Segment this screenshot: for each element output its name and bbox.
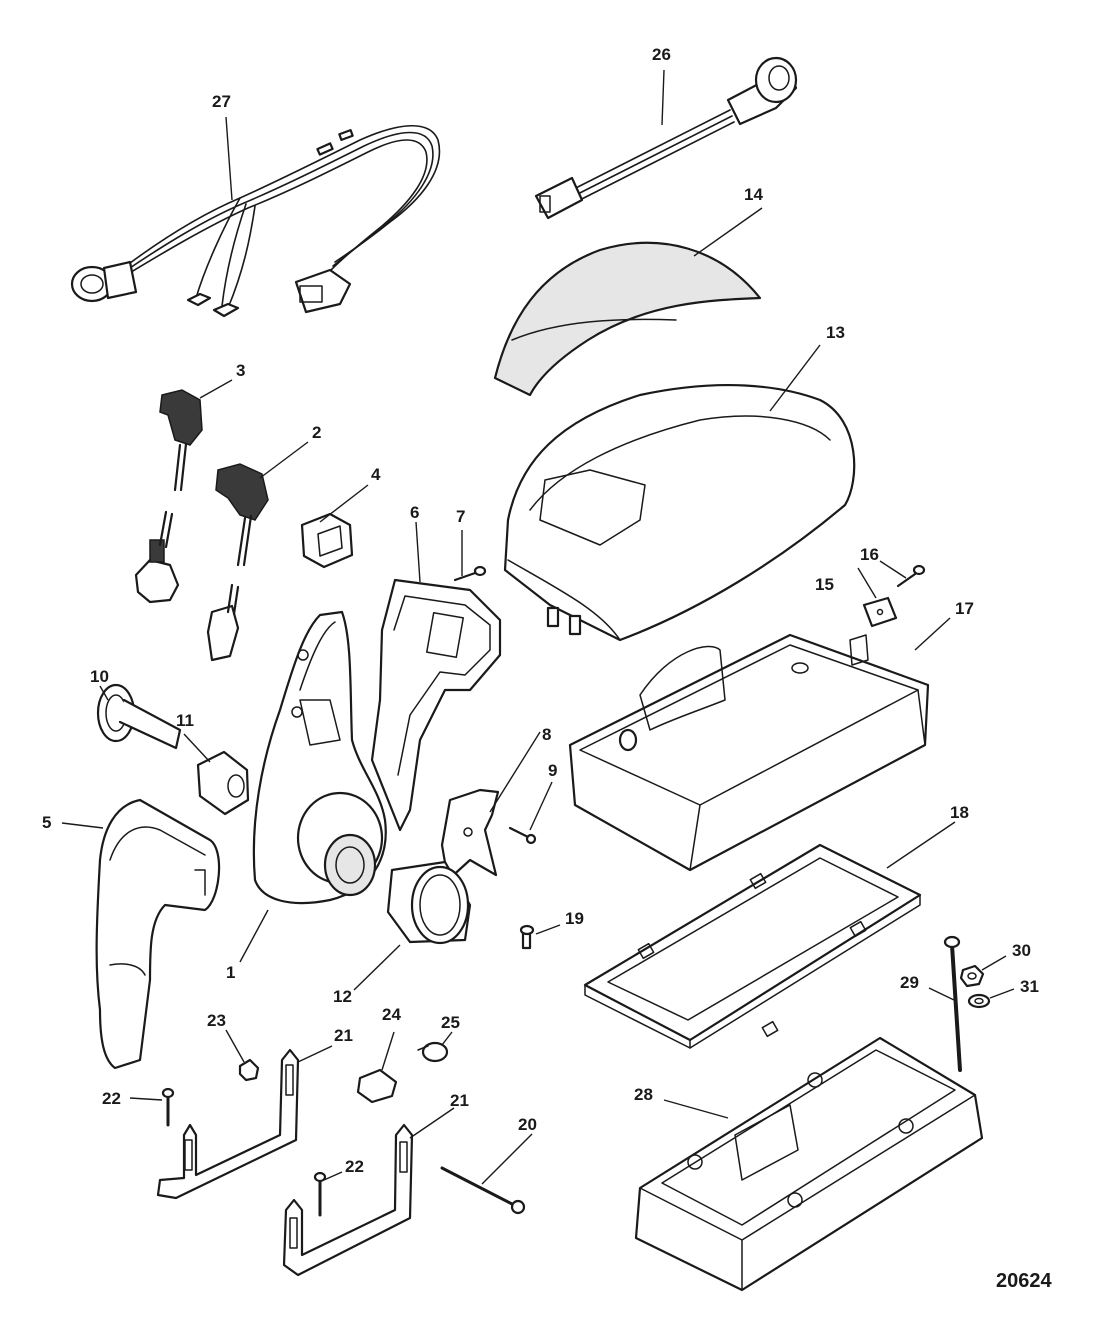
callout-18: 18 [950, 803, 969, 822]
callout-10: 10 [90, 667, 109, 686]
part-28-mounting-base [634, 1036, 984, 1292]
part-25-clamp [417, 1041, 449, 1063]
part-17-base-housing [568, 633, 930, 872]
callout-25: 25 [441, 1013, 460, 1032]
part-16-screw [896, 564, 926, 588]
harness-block-connector [294, 268, 352, 314]
callout-1: 1 [226, 963, 235, 982]
callout-7: 7 [456, 507, 465, 526]
callout-5: 5 [42, 813, 51, 832]
callout-16: 16 [860, 545, 879, 564]
trim-plug-left [134, 510, 180, 604]
callout-13: 13 [826, 323, 845, 342]
part-14-top-trim-pad [493, 241, 762, 397]
figure-id: 20624 [996, 1270, 1052, 1292]
part-21-bracket-lower [282, 1123, 414, 1277]
callout-20: 20 [518, 1115, 537, 1134]
part-31-washer [967, 993, 991, 1009]
part-4-grommet [300, 512, 354, 569]
part-29-long-bolt [943, 935, 962, 1072]
part-20-long-pin [440, 1166, 526, 1215]
part-22-screw-left [161, 1087, 175, 1127]
part-21-bracket-upper [156, 1048, 300, 1200]
callout-28: 28 [634, 1085, 653, 1104]
callout-8: 8 [542, 725, 551, 744]
part-27-wiring-harness [70, 124, 441, 318]
part-15-clip [862, 596, 898, 628]
callout-9: 9 [548, 761, 557, 780]
leader-lines [61, 69, 1015, 1185]
callout-21-lower: 21 [450, 1091, 469, 1110]
part-12-ring [386, 860, 472, 945]
callout-22-right: 22 [345, 1157, 364, 1176]
part-6-handle-side-plate [370, 578, 502, 832]
part-7-pin [453, 565, 487, 582]
callout-3: 3 [236, 361, 245, 380]
callout-30: 30 [1012, 941, 1031, 960]
part-3-switch [159, 389, 203, 492]
part-22-screw-right [313, 1171, 327, 1217]
harness-round-connector [70, 260, 138, 303]
part-30-nut [959, 964, 985, 988]
callout-24: 24 [382, 1005, 401, 1024]
trim-plug-middle [206, 583, 240, 662]
callout-26: 26 [652, 45, 671, 64]
part-5-handle [95, 798, 221, 1070]
callout-14: 14 [744, 185, 763, 204]
callout-2: 2 [312, 423, 321, 442]
callout-11: 11 [176, 711, 194, 730]
callout-6: 6 [410, 503, 419, 522]
part-8-handle-bracket [440, 788, 500, 882]
callout-4: 4 [371, 465, 381, 484]
callout-23: 23 [207, 1011, 226, 1030]
part-11-sleeve [196, 750, 250, 816]
callout-27: 27 [212, 92, 231, 111]
part-18-gasket [583, 843, 922, 1049]
callout-15: 15 [815, 575, 834, 594]
callout-31: 31 [1020, 977, 1039, 996]
callout-19: 19 [565, 909, 584, 928]
part-19-screw [519, 924, 535, 950]
part-10-bushing [96, 683, 182, 750]
part-26-connector-cable [534, 56, 798, 220]
part-9-screw [508, 826, 537, 845]
part-23-nut [238, 1058, 260, 1082]
callout-22-left: 22 [102, 1089, 121, 1108]
callout-12: 12 [333, 987, 352, 1006]
callout-17: 17 [955, 599, 974, 618]
part-13-cover [503, 384, 856, 642]
callout-labels: 27 26 14 13 3 2 4 6 7 16 15 17 10 11 8 9… [42, 45, 1052, 1292]
callout-29: 29 [900, 973, 919, 992]
part-1-control-lever-housing [252, 610, 387, 905]
callout-21-upper: 21 [334, 1026, 353, 1045]
part-24-clip [356, 1068, 398, 1104]
part-2-switch [215, 463, 269, 567]
